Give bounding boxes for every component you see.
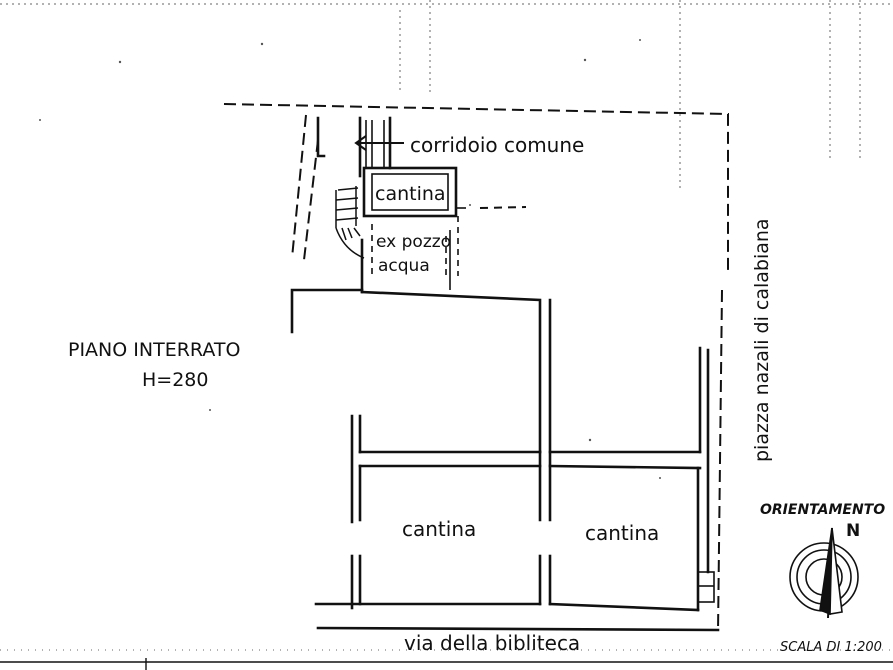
cantina-box <box>362 166 466 218</box>
height-label: H=280 <box>142 369 208 391</box>
street-bottom-label: via della bibliteca <box>404 631 580 655</box>
scan-noise <box>0 0 893 651</box>
orientation-label: ORIENTAMENTO <box>760 502 885 518</box>
north-label: N <box>846 521 860 541</box>
main-rooms <box>314 298 720 632</box>
corridoio-label: corridoio comune <box>410 133 584 157</box>
acqua-label: acqua <box>378 256 430 276</box>
site-boundary <box>223 103 729 633</box>
cantina-left-label: cantina <box>402 517 476 541</box>
piano-label: PIANO INTERRATO <box>68 339 240 361</box>
cantina-right-label: cantina <box>585 521 659 545</box>
compass-rose-icon <box>789 527 859 619</box>
well-outline <box>371 216 459 276</box>
ex-pozzo-label: ex pozzo <box>376 232 451 252</box>
staircase <box>335 186 365 259</box>
well-leader <box>479 206 527 209</box>
cantina-top-label: cantina <box>375 183 446 205</box>
sheet-border <box>0 658 893 670</box>
corridor-arrow <box>354 135 404 151</box>
scan-specks <box>39 39 661 479</box>
scale-label: SCALA DI 1:200 <box>780 640 882 655</box>
street-right-label: piazza nazali di calabiana <box>751 218 773 462</box>
